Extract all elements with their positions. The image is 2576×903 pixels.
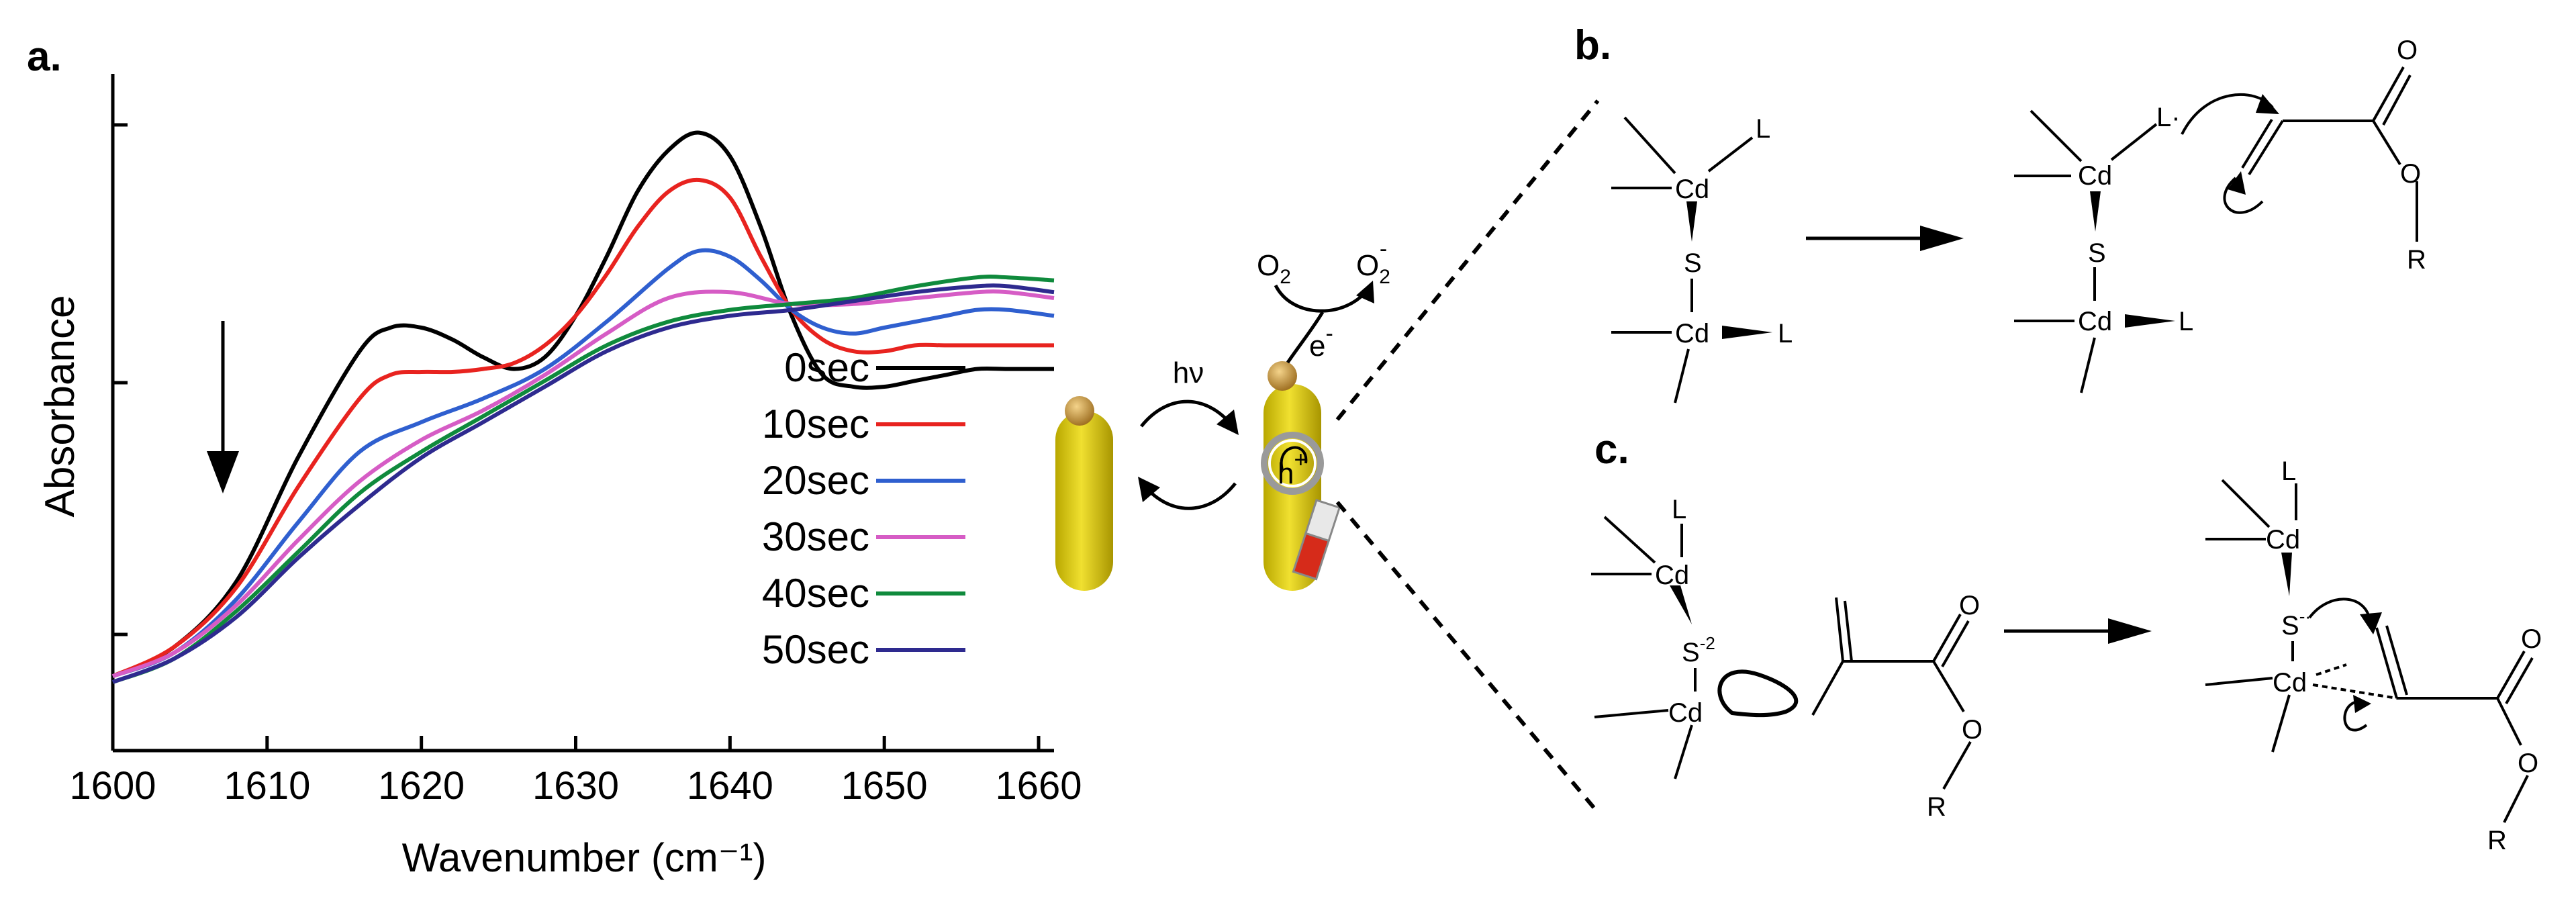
excitation-cycle: hν xyxy=(1138,357,1239,510)
y-axis-label: Absorbance xyxy=(37,295,83,518)
svg-text:O: O xyxy=(1959,591,1980,620)
svg-text:Cd: Cd xyxy=(2273,668,2307,698)
svg-text:Cd: Cd xyxy=(2078,307,2112,336)
series-line-40sec xyxy=(111,275,1055,684)
mechanism-b-reactant xyxy=(1611,116,1772,403)
svg-text:O: O xyxy=(2400,159,2421,189)
o2-label: O2 xyxy=(1257,249,1291,288)
svg-text:L: L xyxy=(2179,307,2193,336)
svg-text:O: O xyxy=(2397,36,2418,65)
x-tick-label: 1610 xyxy=(224,764,310,808)
panel-label-c: c. xyxy=(1594,426,1629,473)
svg-text:Cd: Cd xyxy=(2078,161,2112,191)
svg-text:R: R xyxy=(2487,826,2507,855)
series-lines xyxy=(111,130,1055,684)
mechanism-b-product-atoms: Cd L· S Cd L O O R xyxy=(2078,36,2426,336)
series-line-10sec xyxy=(111,177,1054,678)
legend: 0sec 10sec 20sec 30sec 40sec 50sec xyxy=(762,345,965,672)
s2-label: S-2 xyxy=(1682,633,1715,667)
svg-text:Cd: Cd xyxy=(2266,525,2300,555)
o2-radical-label: O2- xyxy=(1356,236,1390,288)
panel-label-b: b. xyxy=(1574,22,1611,68)
mechanism-c-reactant-atoms: L Cd S-2 Cd O O R xyxy=(1655,495,1983,822)
svg-text:L: L xyxy=(1778,319,1793,348)
mechanism-b-product-arrowheads xyxy=(2228,94,2279,195)
legend-label: 10sec xyxy=(762,401,869,446)
mechanism-b-reactant-atoms: Cd L S Cd L xyxy=(1675,114,1793,348)
svg-text:L: L xyxy=(1672,495,1686,524)
nanorod-right: h+ xyxy=(1261,361,1341,591)
svg-text:R: R xyxy=(2407,245,2426,275)
series-line-30sec xyxy=(111,289,1055,679)
nanorod-scheme: h+ hν O2 O2- e- xyxy=(1055,99,1600,814)
hole-scavenger-icon xyxy=(1292,499,1341,581)
oxygen-reduction: O2 O2- e- xyxy=(1257,236,1390,364)
mechanism-c-product-arrowheads xyxy=(2353,612,2382,713)
reaction-arrow-b xyxy=(1806,226,1964,251)
decrease-arrow xyxy=(207,321,239,493)
mechanism-c-product xyxy=(2205,479,2534,823)
x-tick-label: 1660 xyxy=(996,764,1082,808)
mechanism-c-product-atoms: L Cd S-· Cd O O R xyxy=(2266,457,2542,855)
legend-label: 50sec xyxy=(762,627,869,672)
series-line-0sec xyxy=(111,130,1054,678)
svg-text:L: L xyxy=(2281,457,2296,486)
hole-label: h+ xyxy=(1278,447,1307,490)
svg-text:Cd: Cd xyxy=(1675,175,1709,204)
svg-text:L: L xyxy=(1756,114,1770,144)
panel-label-a: a. xyxy=(27,34,62,80)
legend-label: 30sec xyxy=(762,514,869,559)
svg-text:S: S xyxy=(2088,238,2106,268)
reaction-arrow-c xyxy=(2004,618,2152,644)
nanorod-left xyxy=(1055,396,1113,591)
series-line-50sec xyxy=(111,283,1055,684)
x-tick-label: 1620 xyxy=(378,764,465,808)
series-line-20sec xyxy=(111,248,1055,679)
x-tick-label: 1650 xyxy=(841,764,928,808)
svg-text:L·: L· xyxy=(2156,103,2181,132)
legend-label: 0sec xyxy=(784,345,869,390)
hv-label: hν xyxy=(1173,357,1204,389)
legend-label: 20sec xyxy=(762,458,869,503)
mechanism-c-reactant xyxy=(1591,516,1972,790)
electron-label: e- xyxy=(1309,321,1333,363)
s-anion-label: S-· xyxy=(2281,606,2311,640)
x-tick-label: 1600 xyxy=(69,764,156,808)
svg-text:O: O xyxy=(1962,715,1983,745)
svg-text:R: R xyxy=(1927,792,1946,822)
ftir-chart: 1600 1610 1620 1630 1640 1650 1660 Wavenumber … xyxy=(37,74,1082,880)
svg-text:Cd: Cd xyxy=(1668,698,1703,728)
x-tick-label: 1640 xyxy=(687,764,773,808)
svg-text:O: O xyxy=(2518,749,2538,778)
zoom-line-top xyxy=(1335,99,1600,421)
legend-label: 40sec xyxy=(762,571,869,616)
x-tick-label: 1630 xyxy=(532,764,619,808)
x-tick-labels: 1600 1610 1620 1630 1640 1650 1660 xyxy=(69,764,1082,808)
x-axis-label: Wavenumber (cm⁻¹) xyxy=(402,835,767,880)
svg-text:S: S xyxy=(1684,248,1702,278)
mechanism-b-product xyxy=(2014,66,2418,393)
svg-text:Cd: Cd xyxy=(1655,561,1689,590)
x-ticks xyxy=(111,736,1041,751)
svg-text:O: O xyxy=(2521,624,2542,654)
zoom-line-bottom xyxy=(1335,501,1600,814)
svg-text:Cd: Cd xyxy=(1675,319,1709,348)
